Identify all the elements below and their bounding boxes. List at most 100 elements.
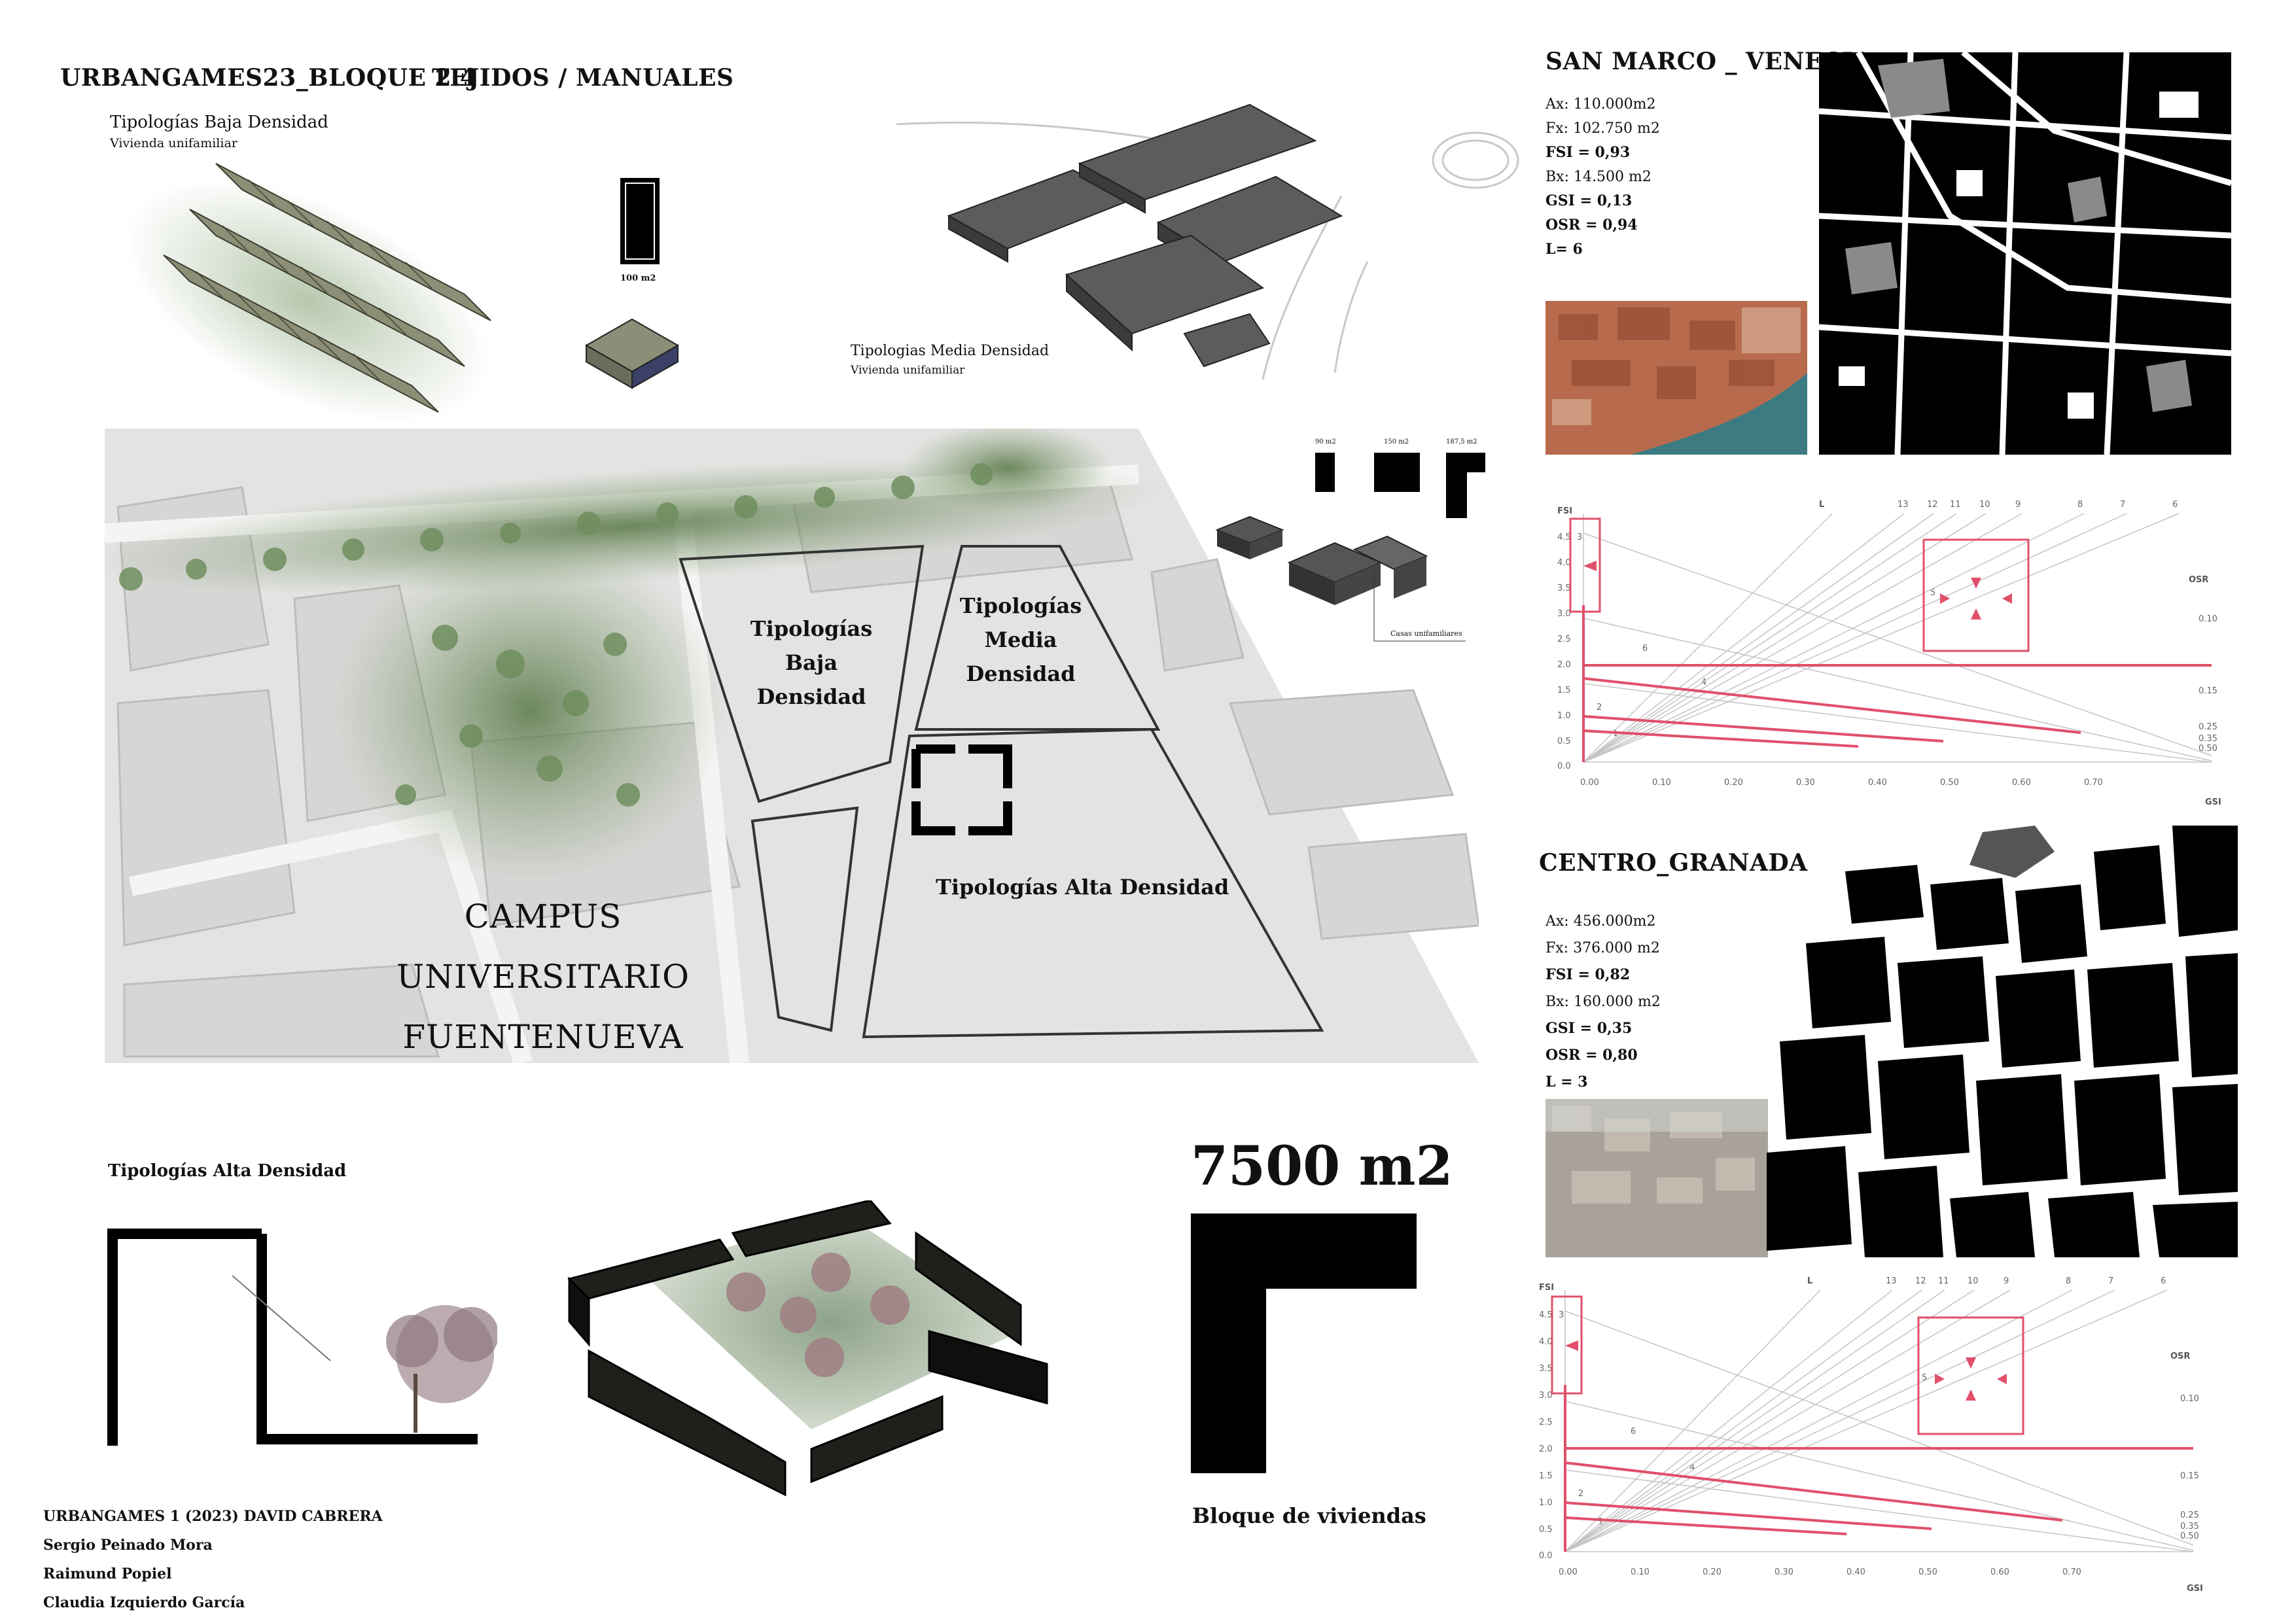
svg-text:0.00: 0.00 bbox=[1559, 1567, 1578, 1577]
unit-area-label: 100 m2 bbox=[620, 273, 656, 283]
svg-text:4.5: 4.5 bbox=[1557, 532, 1571, 542]
svg-text:6: 6 bbox=[2172, 500, 2178, 510]
block-caption: Bloque de viviendas bbox=[1192, 1503, 1426, 1528]
high-density-title: Tipologías Alta Densidad bbox=[108, 1161, 347, 1181]
l-block-plan bbox=[1191, 1213, 1417, 1473]
svg-text:6: 6 bbox=[1631, 1427, 1636, 1437]
svg-text:0.20: 0.20 bbox=[1703, 1567, 1722, 1577]
credit-line: URBANGAMES 1 (2023) DAVID CABRERA bbox=[43, 1508, 383, 1525]
svg-text:6: 6 bbox=[1642, 644, 1648, 654]
svg-text:3.0: 3.0 bbox=[1557, 609, 1571, 619]
svg-text:2.5: 2.5 bbox=[1557, 635, 1571, 644]
svg-text:FSI: FSI bbox=[1557, 506, 1572, 516]
svg-text:12: 12 bbox=[1915, 1276, 1926, 1286]
svg-text:5: 5 bbox=[1922, 1373, 1927, 1383]
svg-text:0.10: 0.10 bbox=[2199, 614, 2217, 624]
svg-text:4.0: 4.0 bbox=[1539, 1337, 1553, 1347]
svg-text:L: L bbox=[1807, 1276, 1812, 1286]
svg-text:1: 1 bbox=[1598, 1517, 1603, 1527]
svg-text:0.60: 0.60 bbox=[1990, 1567, 2009, 1577]
svg-text:12: 12 bbox=[1927, 500, 1938, 510]
svg-text:4: 4 bbox=[1701, 678, 1706, 688]
svg-text:1.5: 1.5 bbox=[1557, 686, 1571, 695]
block-area: 7500 m2 bbox=[1191, 1135, 1453, 1198]
venecia-figure-ground bbox=[1819, 52, 2231, 455]
svg-text:0.40: 0.40 bbox=[1846, 1567, 1865, 1577]
house-size-187: 187,5 m2 bbox=[1446, 438, 1477, 445]
svg-text:11: 11 bbox=[1938, 1276, 1949, 1286]
svg-text:0.35: 0.35 bbox=[2199, 734, 2217, 744]
granada-title: CENTRO_GRANADA bbox=[1539, 849, 1808, 877]
page-subtitle: TEJIDOS / MANUALES bbox=[432, 64, 734, 92]
svg-text:4.5: 4.5 bbox=[1539, 1310, 1553, 1320]
svg-text:1.5: 1.5 bbox=[1539, 1471, 1553, 1481]
svg-text:1.0: 1.0 bbox=[1539, 1498, 1553, 1508]
low-density-rows-illustration bbox=[124, 163, 491, 423]
svg-text:6: 6 bbox=[2161, 1276, 2166, 1286]
venecia-title: SAN MARCO _ VENECIA bbox=[1545, 48, 1872, 75]
svg-text:0.0: 0.0 bbox=[1557, 761, 1571, 771]
map-label-medium-density: Tipologías Media Densidad bbox=[959, 593, 1082, 686]
svg-text:4: 4 bbox=[1689, 1463, 1695, 1473]
svg-text:8: 8 bbox=[2066, 1276, 2071, 1286]
svg-text:0.70: 0.70 bbox=[2062, 1567, 2081, 1577]
site-aerial-map bbox=[105, 428, 1479, 1063]
svg-text:7: 7 bbox=[2108, 1276, 2113, 1286]
house-types-caption: Casas unifamiliares bbox=[1390, 629, 1462, 638]
svg-text:0.15: 0.15 bbox=[2199, 686, 2217, 696]
svg-text:0.40: 0.40 bbox=[1868, 778, 1887, 788]
svg-text:2: 2 bbox=[1597, 703, 1602, 712]
svg-text:2.5: 2.5 bbox=[1539, 1418, 1553, 1427]
svg-text:0.10: 0.10 bbox=[1652, 778, 1671, 788]
house-types-illustration bbox=[1215, 453, 1485, 642]
svg-text:0.25: 0.25 bbox=[2199, 722, 2217, 732]
unit-plan-rect bbox=[620, 178, 660, 264]
low-density-title: Tipologías Baja Densidad bbox=[110, 113, 328, 132]
svg-text:10: 10 bbox=[1968, 1276, 1979, 1286]
svg-text:1.0: 1.0 bbox=[1557, 711, 1571, 721]
venecia-spacemate-chart: FSI GSI OSR L 4.5 4.0 3.5 3.0 2.5 2.0 1.… bbox=[1557, 500, 2221, 807]
svg-text:3.0: 3.0 bbox=[1539, 1391, 1553, 1401]
courtyard-block-3d bbox=[567, 1200, 1048, 1497]
low-density-subtitle: Vivienda unifamiliar bbox=[110, 136, 238, 150]
svg-text:0.5: 0.5 bbox=[1557, 737, 1571, 746]
svg-text:OSR: OSR bbox=[2189, 575, 2208, 585]
svg-text:0.70: 0.70 bbox=[2084, 778, 2103, 788]
high-density-section bbox=[107, 1229, 497, 1446]
medium-density-title: Tipologias Media Densidad bbox=[851, 343, 1050, 359]
svg-text:13: 13 bbox=[1898, 500, 1909, 510]
svg-text:0.30: 0.30 bbox=[1775, 1567, 1793, 1577]
page-title: URBANGAMES23_BLOQUE 2.4 bbox=[60, 64, 477, 92]
svg-text:L: L bbox=[1819, 500, 1824, 510]
granada-spacemate-chart: FSI GSI OSR L 4.5 4.0 3.5 3.0 2.5 2.0 1.… bbox=[1539, 1276, 2203, 1594]
svg-text:3.5: 3.5 bbox=[1557, 584, 1571, 593]
campus-label: CAMPUS UNIVERSITARIO FUENTENUEVA bbox=[396, 898, 690, 1056]
svg-text:0.35: 0.35 bbox=[2180, 1522, 2199, 1531]
svg-text:0.50: 0.50 bbox=[1940, 778, 1959, 788]
svg-text:0.50: 0.50 bbox=[2180, 1531, 2199, 1541]
svg-text:9: 9 bbox=[2015, 500, 2021, 510]
svg-text:GSI: GSI bbox=[2187, 1584, 2203, 1594]
map-label-low-density: Tipologías Baja Densidad bbox=[750, 616, 873, 709]
svg-text:3.5: 3.5 bbox=[1539, 1364, 1553, 1374]
venecia-aerial-photo bbox=[1545, 301, 1807, 455]
granada-figure-ground bbox=[1767, 826, 2238, 1257]
svg-text:0.50: 0.50 bbox=[1918, 1567, 1937, 1577]
unit-3d-block bbox=[584, 318, 680, 389]
svg-text:GSI: GSI bbox=[2205, 797, 2221, 807]
credits: URBANGAMES 1 (2023) DAVID CABRERA Sergio… bbox=[43, 1502, 383, 1617]
svg-text:0.15: 0.15 bbox=[2180, 1471, 2199, 1481]
svg-text:11: 11 bbox=[1950, 500, 1961, 510]
granada-stats: Ax: 456.000m2 Fx: 376.000 m2 FSI = 0,82 … bbox=[1545, 913, 1661, 1091]
svg-text:0.60: 0.60 bbox=[2012, 778, 2031, 788]
svg-text:0.5: 0.5 bbox=[1539, 1525, 1553, 1535]
svg-text:3: 3 bbox=[1559, 1310, 1564, 1320]
svg-text:OSR: OSR bbox=[2170, 1352, 2190, 1361]
granada-aerial-photo bbox=[1545, 1099, 1768, 1257]
venecia-stats: Ax: 110.000m2 Fx: 102.750 m2 FSI = 0,93 … bbox=[1545, 96, 1660, 258]
medium-density-illustration bbox=[896, 103, 1519, 380]
svg-text:0.0: 0.0 bbox=[1539, 1551, 1553, 1561]
svg-text:7: 7 bbox=[2120, 500, 2125, 510]
svg-text:0.20: 0.20 bbox=[1724, 778, 1743, 788]
svg-text:5: 5 bbox=[1930, 588, 1935, 598]
